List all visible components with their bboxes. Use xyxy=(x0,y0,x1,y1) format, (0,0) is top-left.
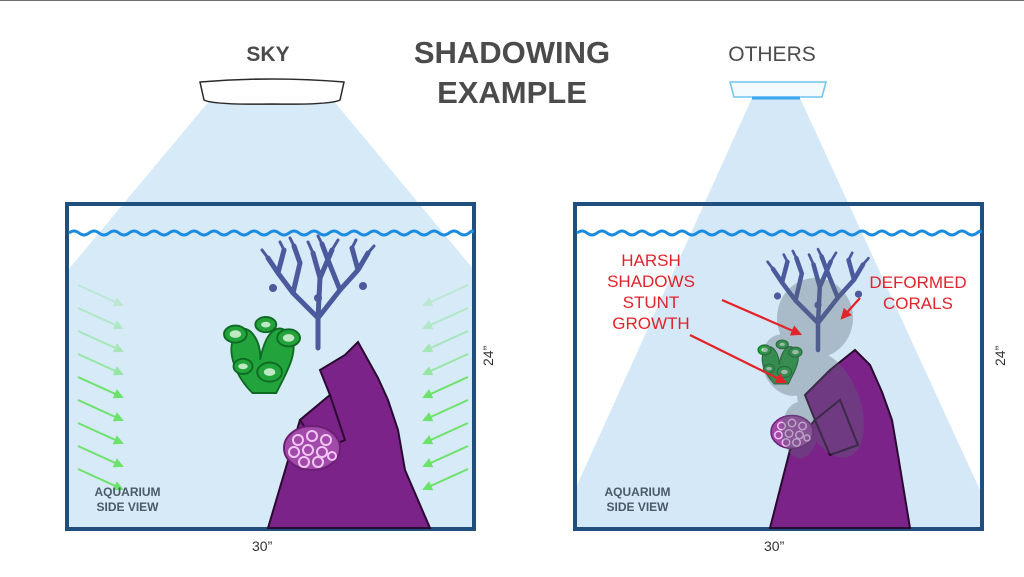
left-pink-coral xyxy=(283,425,341,471)
right-side-label-line-2: SIDE VIEW xyxy=(606,500,669,514)
title-line-2: EXAMPLE xyxy=(437,75,587,110)
harsh-line-1: HARSH xyxy=(621,251,681,270)
right-water-surface xyxy=(576,229,983,237)
page-title: SHADOWING EXAMPLE xyxy=(382,33,642,113)
right-side-view-label: AQUARIUM SIDE VIEW xyxy=(590,485,685,515)
harsh-line-4: GROWTH xyxy=(612,314,690,333)
annotation-arrows xyxy=(689,297,861,384)
left-side-view-label: AQUARIUM SIDE VIEW xyxy=(80,485,175,515)
harsh-shadows-annotation: HARSH SHADOWS STUNT GROWTH xyxy=(596,250,706,334)
title-line-1: SHADOWING xyxy=(413,35,611,70)
sky-fixture-label: SKY xyxy=(246,43,290,66)
right-side-label-line-1: AQUARIUM xyxy=(604,485,671,499)
others-fixture xyxy=(729,81,827,100)
left-height-label: 24” xyxy=(480,345,496,366)
right-rock-ledge xyxy=(813,398,860,457)
sky-light-beam xyxy=(68,100,474,528)
deformed-corals-annotation: DEFORMED CORALS xyxy=(858,272,978,314)
harsh-line-3: STUNT xyxy=(622,293,680,312)
left-light-arrows-right xyxy=(422,284,469,491)
left-water-surface xyxy=(68,229,475,237)
right-width-label: 30” xyxy=(764,538,785,554)
left-width-label: 30” xyxy=(252,538,273,554)
left-side-label-line-2: SIDE VIEW xyxy=(96,500,159,514)
others-fixture-label: OTHERS xyxy=(728,43,816,66)
top-border-line xyxy=(0,0,1024,1)
right-height-label: 24” xyxy=(992,345,1008,366)
harsh-line-2: SHADOWS xyxy=(607,272,695,291)
sky-fixture xyxy=(199,78,345,105)
left-side-label-line-1: AQUARIUM xyxy=(94,485,161,499)
deformed-line-1: DEFORMED xyxy=(869,273,967,292)
harsh-shadows xyxy=(761,278,864,458)
left-light-arrows-left xyxy=(77,284,124,491)
deformed-line-2: CORALS xyxy=(883,294,953,313)
